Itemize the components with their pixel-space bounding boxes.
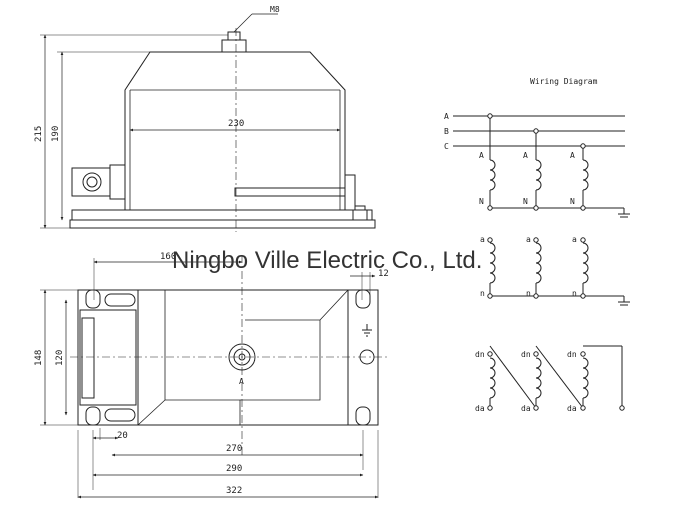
- phase-label-a: A: [444, 112, 449, 121]
- secondary-top-label-2: a: [526, 235, 531, 244]
- dim-230: 230: [228, 119, 244, 129]
- primary-top-label-3: A: [570, 151, 575, 160]
- plan-view: [40, 255, 388, 499]
- base-plate: [69, 219, 376, 229]
- phase-label-c: C: [444, 142, 449, 151]
- residual-bottom-label-3: da: [567, 404, 577, 413]
- body-outline: [137, 289, 349, 426]
- primary-top-label-2: A: [523, 151, 528, 160]
- dim-190: 190: [51, 126, 61, 142]
- residual-top-label-1: dn: [475, 350, 485, 359]
- dim-290: 290: [226, 464, 242, 474]
- secondary-top-label-3: a: [572, 235, 577, 244]
- residual-bottom-label-1: da: [475, 404, 485, 413]
- residual-top-label-3: dn: [567, 350, 577, 359]
- dim-270: 270: [226, 444, 242, 454]
- watermark-text: Ningbo Ville Electric Co., Ltd.: [172, 247, 482, 274]
- residual-bottom-label-2: da: [521, 404, 531, 413]
- transformer-body: [124, 51, 346, 210]
- phase-label-b: B: [444, 127, 449, 136]
- secondary-windings: [489, 242, 630, 306]
- dim-148: 148: [34, 350, 44, 366]
- primary-bottom-label-1: N: [479, 197, 484, 206]
- secondary-top-label-1: a: [480, 235, 485, 244]
- secondary-bottom-label-3: n: [572, 289, 577, 298]
- dim-160: 160: [160, 252, 176, 262]
- dim-215: 215: [34, 126, 44, 142]
- m8-bolt: [221, 39, 247, 53]
- base-plate-top: [71, 209, 373, 221]
- elevation-view: [40, 13, 376, 232]
- primary-top-label-1: A: [479, 151, 484, 160]
- secondary-bottom-label-2: n: [526, 289, 531, 298]
- terminal-dots: [487, 113, 625, 411]
- primary-windings: [489, 116, 630, 218]
- primary-bottom-label-2: N: [523, 197, 528, 206]
- wiring-title: Wiring Diagram: [530, 77, 598, 86]
- bolt-label: M8: [270, 5, 280, 14]
- terminal-block: [79, 309, 137, 406]
- dim-12: 12: [378, 269, 389, 279]
- residual-windings: [489, 345, 623, 409]
- terminal-label-a: A: [239, 377, 244, 386]
- residual-top-label-2: dn: [521, 350, 531, 359]
- secondary-bottom-label-1: n: [480, 289, 485, 298]
- dim-20: 20: [117, 431, 128, 441]
- dim-120: 120: [55, 350, 65, 366]
- dim-322: 322: [226, 486, 242, 496]
- primary-bottom-label-3: N: [570, 197, 575, 206]
- secondary-terminal-box: [71, 167, 111, 197]
